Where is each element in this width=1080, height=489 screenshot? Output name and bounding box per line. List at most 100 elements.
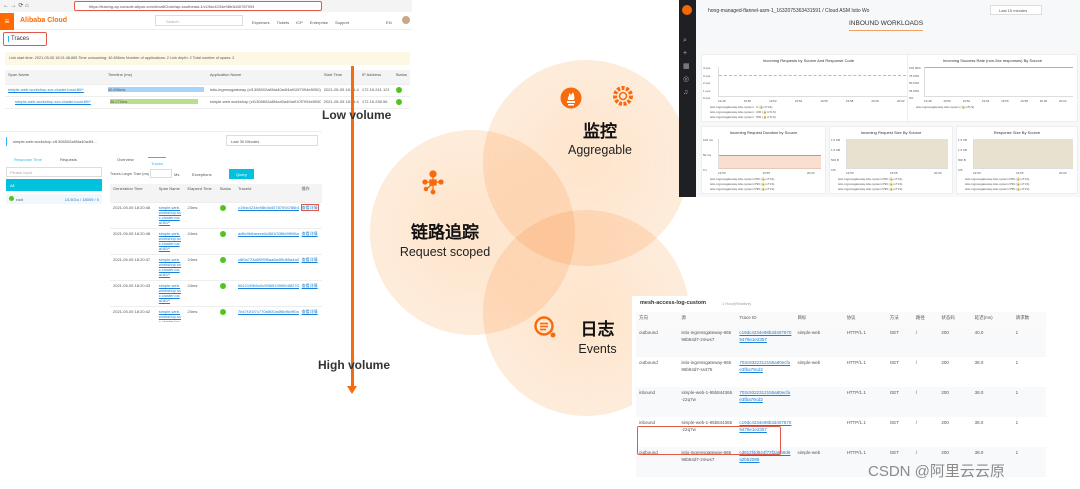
legend-item[interactable]: istio-ingressgateway.istio-system P95 (🔒… xyxy=(965,187,1030,191)
column-header[interactable]: 协议 xyxy=(843,312,887,327)
arms-screenshot: simple-web.workshop cf1308502a8f4a40a4f4… xyxy=(0,131,322,322)
search-input[interactable]: Search xyxy=(155,15,243,26)
column-header[interactable]: 方向 xyxy=(636,312,679,327)
trace-info-bar: Link start time: 2021-05-05 18:21:48.865… xyxy=(5,52,410,65)
status-ok-icon xyxy=(219,204,226,211)
traces-screenshot: ← → ⟳ ⌂ https://tracing-ap.console.aliyu… xyxy=(0,0,412,110)
browser-nav-icons[interactable]: ← → ⟳ ⌂ xyxy=(3,3,29,9)
list-item-all[interactable]: All xyxy=(6,179,102,191)
trace-id-link[interactable]: 703c9322312155a80ecfae3fba79cd2 xyxy=(739,360,791,372)
y-tick: 1.0 KB xyxy=(958,148,968,152)
tab-traces[interactable]: Traces xyxy=(148,157,167,169)
legend-item[interactable]: istio-ingressgateway.istio-system P90 (🔒… xyxy=(710,182,775,186)
high-volume-label: High volume xyxy=(318,358,391,372)
tab-response-time[interactable]: Response Time xyxy=(14,157,42,162)
legend-item[interactable]: istio-ingressgateway.istio-system P90 (🔒… xyxy=(965,182,1030,186)
legend-item[interactable]: istio-ingressgateway.istio-system P95 (🔒… xyxy=(838,187,903,191)
y-tick: 100.00% xyxy=(909,66,921,70)
x-tick: 19:50 xyxy=(943,99,951,103)
nav-support[interactable]: Support xyxy=(335,20,350,25)
panel-plot xyxy=(718,67,911,97)
exceptions-checkbox[interactable]: Exceptions xyxy=(192,172,212,177)
query-button[interactable]: Query xyxy=(229,169,254,179)
grafana-panel[interactable]: Incoming Requests by Source And Response… xyxy=(701,54,916,122)
app-select[interactable]: simple-web.workshop cf1308502a8f4a40a4f4… xyxy=(6,137,106,146)
grafana-panel[interactable]: Incoming Request Duration by Source 100 m… xyxy=(701,126,826,194)
dashboard-breadcrumb[interactable]: hong-managed-flannel-asm-1_1632075363431… xyxy=(708,8,870,14)
grafana-panel[interactable]: Incoming Success Rate (non-5xx responses… xyxy=(907,54,1078,122)
legend-item[interactable]: istio-ingressgateway.istio-system P50 (🔒… xyxy=(838,177,903,181)
column-header[interactable]: 方法 xyxy=(886,312,913,327)
legend-item[interactable]: istio-ingressgateway.istio-system (🔒mTLS… xyxy=(916,105,975,109)
legend-item[interactable]: istio-ingressgateway.istio-system P95 (🔒… xyxy=(710,187,775,191)
column-header[interactable]: 请求数 xyxy=(1012,312,1046,327)
column-header[interactable]: 状态码 xyxy=(938,312,972,327)
menu-button[interactable]: ≡ xyxy=(0,13,14,30)
time-picker[interactable]: Last 15 minutes xyxy=(990,5,1042,15)
column-header[interactable]: 目标 xyxy=(794,312,844,327)
language-switch[interactable]: EN xyxy=(386,20,392,25)
time-range-select[interactable]: Last 30 Minutes xyxy=(226,135,318,146)
legend-item[interactable]: istio-ingressgateway.istio-system : 500 … xyxy=(710,115,776,119)
list-item-root[interactable]: root 15.501s / 18009 / 0 xyxy=(6,194,102,204)
x-tick: 19:55 xyxy=(1016,171,1024,175)
sidebar-icons[interactable]: ⌕+▦◎♫ xyxy=(683,37,690,96)
view-details-link[interactable]: 查看详情 xyxy=(301,256,318,262)
url-bar[interactable]: https://tracing-ap.console.aliyun.com/#/… xyxy=(74,1,322,11)
legend-item[interactable]: istio-ingressgateway.istio-system : 200 … xyxy=(710,110,776,114)
view-details-link[interactable]: 查看详情 xyxy=(301,230,318,236)
nav-tickets[interactable]: Tickets xyxy=(276,20,290,25)
x-tick: 19:58 xyxy=(845,99,854,103)
column-header[interactable]: 源 xyxy=(678,312,737,327)
view-details-link[interactable]: 查看详情 xyxy=(301,308,318,314)
grafana-logo[interactable] xyxy=(682,5,692,15)
tab-requests[interactable]: Requests xyxy=(60,157,77,162)
alibaba-cloud-logo: Alibaba Cloud xyxy=(20,17,68,24)
column-header[interactable]: 延迟(ms) xyxy=(971,312,1013,327)
column-header[interactable]: 路径 xyxy=(912,312,939,327)
filter-input[interactable]: Please input xyxy=(6,167,102,177)
legend-item[interactable]: istio-ingressgateway.istio-system P90 (🔒… xyxy=(838,182,903,186)
x-tick: 19:56 xyxy=(1001,99,1009,103)
nav-enterprise[interactable]: Enterprise xyxy=(309,20,329,25)
status-ok-icon xyxy=(219,282,226,289)
trace-id-link[interactable]: cd912fdd924f72f2a9b8d6a2b52085 xyxy=(739,450,791,462)
table-row[interactable]: simple-web.workshop.svc.cluster.local:80… xyxy=(5,96,410,109)
legend-item[interactable]: istio-ingressgateway.istio-system : 0 (🔒… xyxy=(710,105,773,109)
trace-id-link[interactable]: c19dc4234e98b3d4078709478e1e2357 xyxy=(739,420,792,432)
view-details-link[interactable]: 查看详情 xyxy=(300,203,319,211)
trace-id-link[interactable]: 703c9322312155a80ecfae3fba79cd2 xyxy=(739,390,791,402)
nav-icp[interactable]: ICP xyxy=(296,20,303,25)
table-row[interactable]: simple-web.workshop.svc.cluster.local:80… xyxy=(5,84,410,97)
legend-item[interactable]: istio-ingressgateway.istio-system P50 (🔒… xyxy=(710,177,775,181)
x-tick: 19:54 xyxy=(794,99,803,103)
view-details-link[interactable]: 查看详情 xyxy=(301,282,318,288)
page-title-box: Traces xyxy=(3,32,47,46)
nav-expenses[interactable]: Expenses xyxy=(252,20,270,25)
status-ok-icon xyxy=(219,308,226,315)
column-header[interactable]: Trace ID xyxy=(736,312,795,327)
trace-id-link[interactable]: c19dc4234e98b3d4078709478e1e2357 xyxy=(739,330,792,342)
panel-title: Incoming Request Duration by Source xyxy=(729,130,798,135)
y-tick: 100 ms xyxy=(703,138,713,142)
time-range[interactable]: 1 Hour(Relative) xyxy=(722,301,752,306)
tab-overview[interactable]: Overview xyxy=(117,157,134,162)
y-tick: 0 B xyxy=(831,168,836,172)
longer-than-input[interactable] xyxy=(150,169,172,178)
y-tick: 25.00% xyxy=(909,88,920,93)
legend-item[interactable]: istio-ingressgateway.istio-system P50 (🔒… xyxy=(965,177,1030,181)
avatar[interactable] xyxy=(402,16,410,24)
